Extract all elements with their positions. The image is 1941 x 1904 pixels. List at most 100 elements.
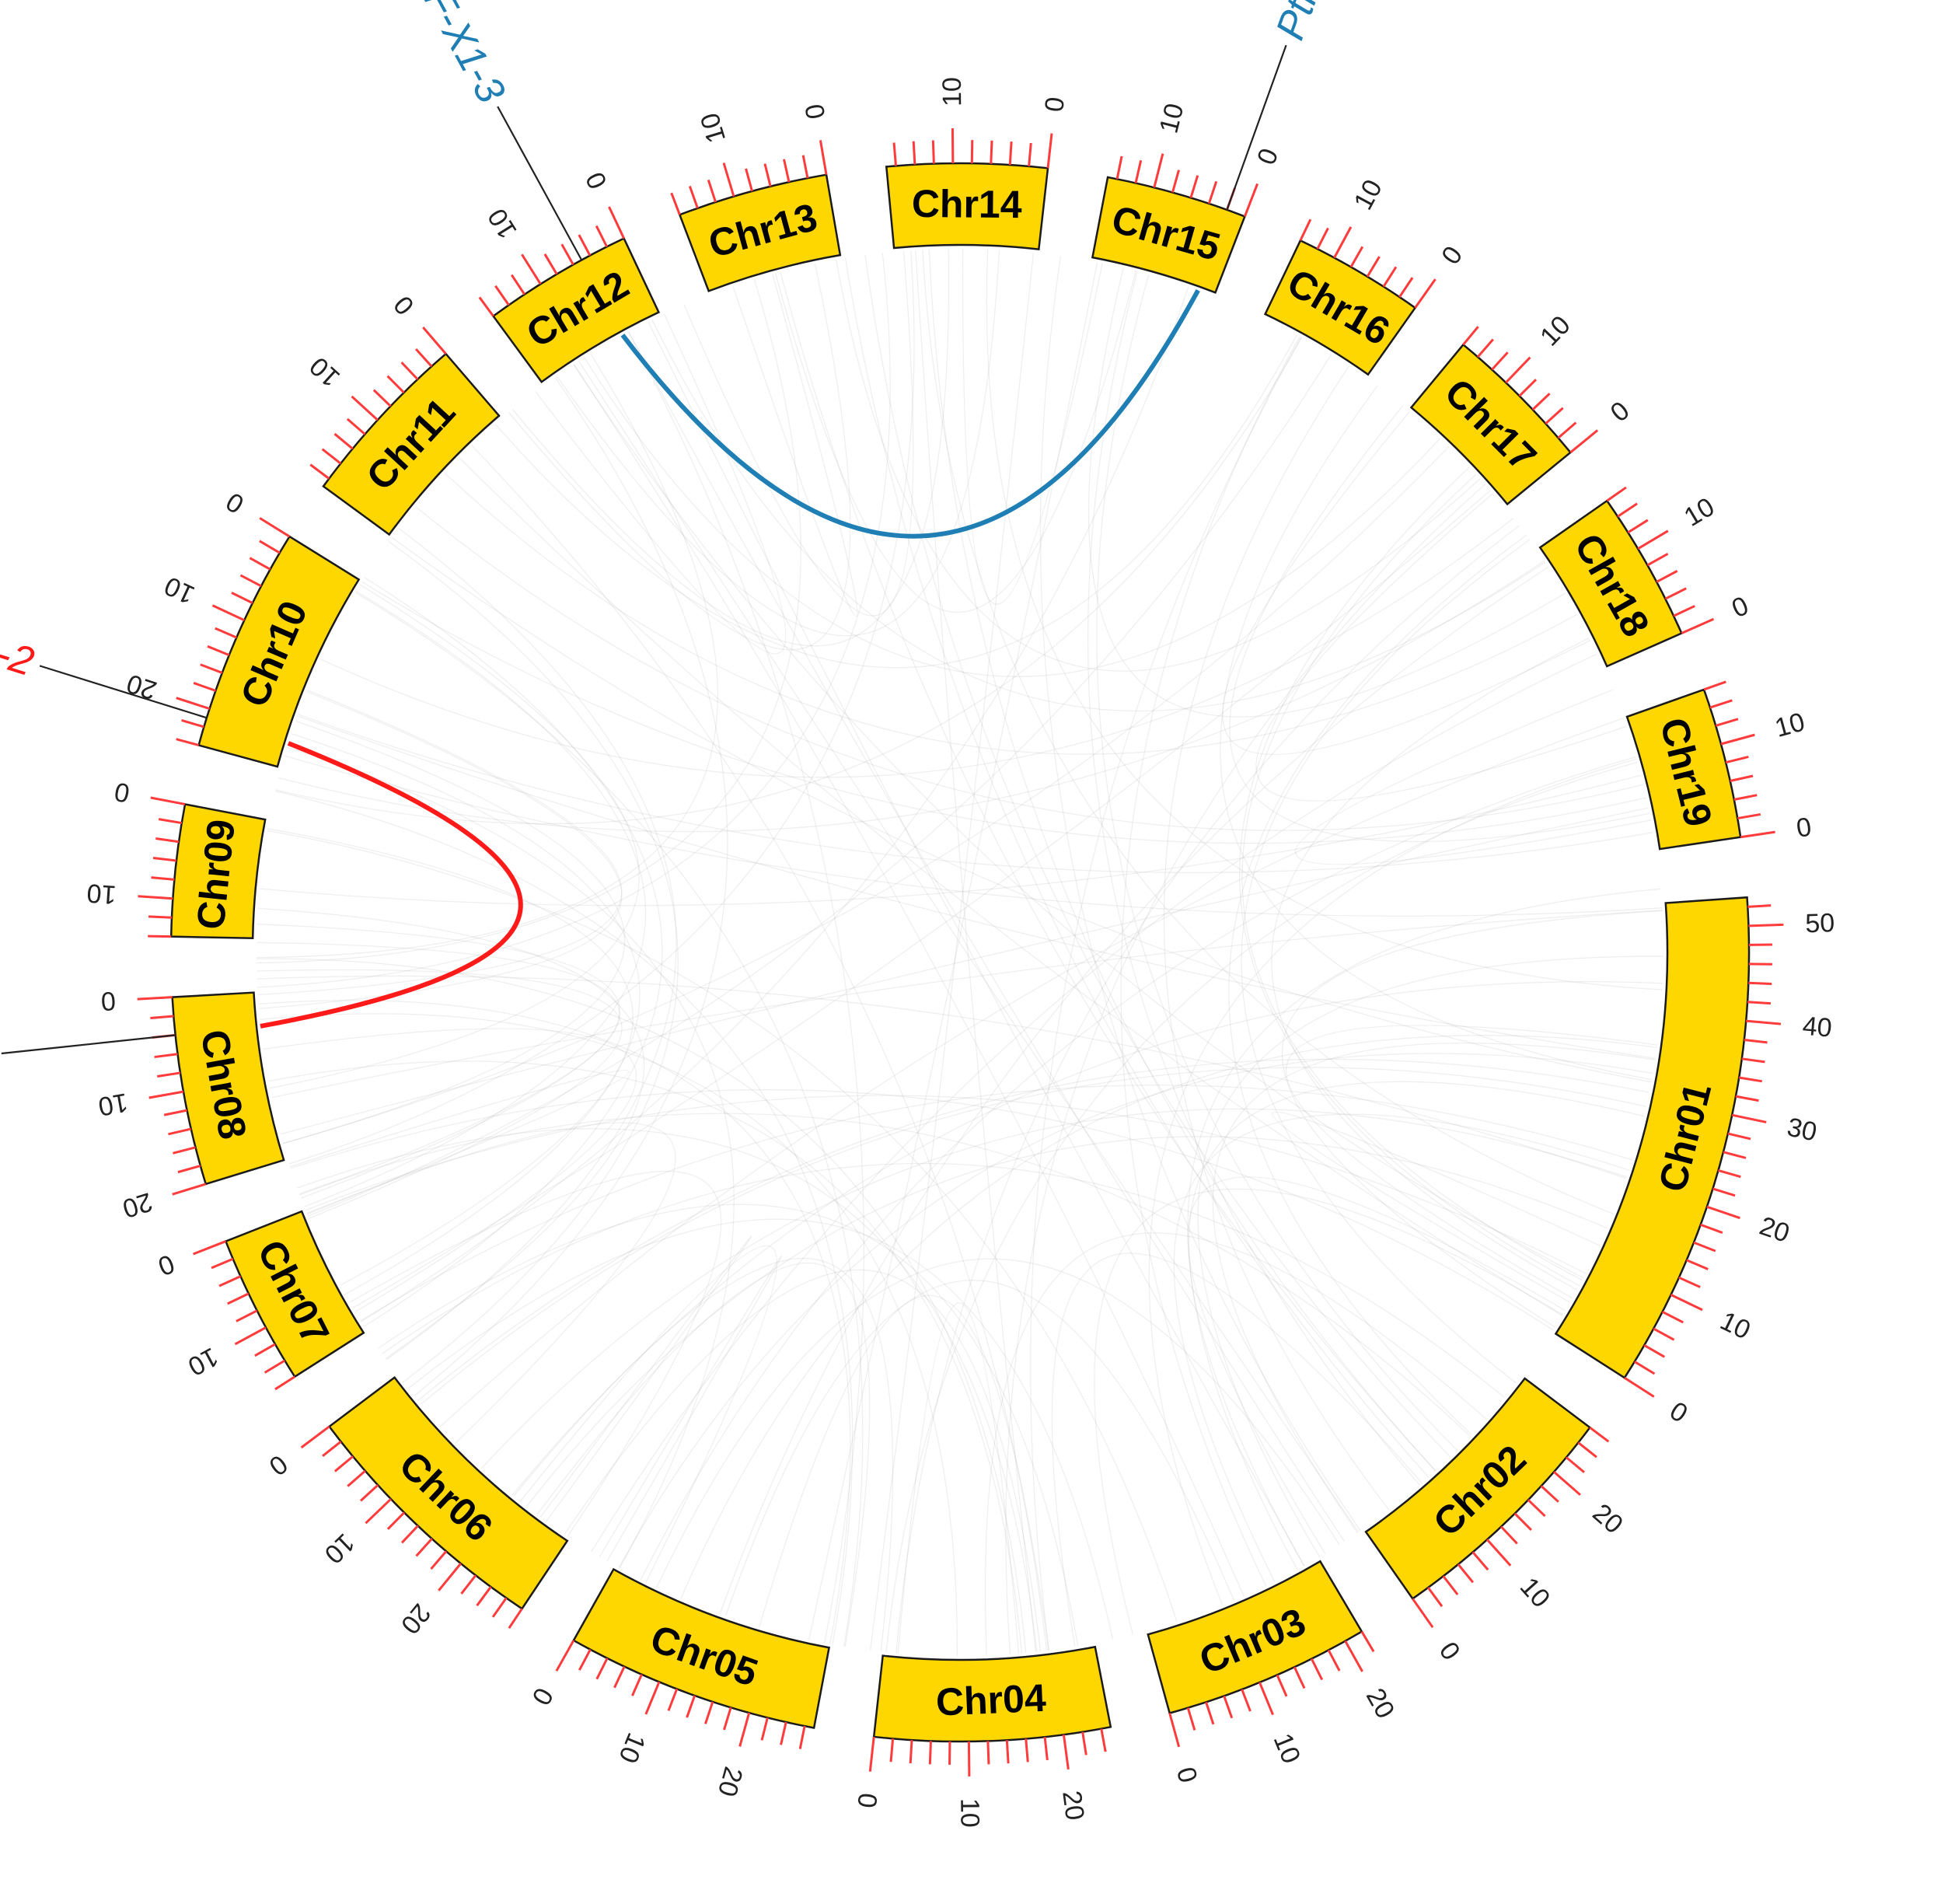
- scale-tick: [1100, 1728, 1107, 1752]
- scale-tick: [990, 140, 993, 164]
- tick-label: 0: [1664, 1396, 1692, 1429]
- scale-tick: [1316, 227, 1329, 250]
- scale-tick: [414, 348, 433, 368]
- scale-tick: [254, 1343, 276, 1357]
- scale-tick: [1670, 1294, 1703, 1312]
- scale-tick: [1491, 351, 1509, 371]
- scale-tick: [218, 1275, 242, 1287]
- scale-tick: [1540, 1485, 1559, 1503]
- scale-tick: [158, 818, 182, 825]
- scale-tick: [211, 1257, 234, 1270]
- background-link: [274, 790, 854, 1645]
- background-link: [298, 714, 1653, 874]
- background-link: [1241, 539, 1531, 1384]
- tick-label: 0: [1727, 591, 1753, 624]
- scale-tick: [239, 574, 262, 588]
- background-link: [573, 364, 1245, 1597]
- chromosome-block: [1554, 896, 1751, 1379]
- scale-tick: [438, 1563, 462, 1591]
- background-link: [257, 969, 623, 1219]
- scale-tick: [351, 395, 379, 421]
- scale-tick: [1333, 226, 1353, 259]
- background-link: [869, 252, 1035, 1651]
- scale-tick: [912, 141, 916, 165]
- scale-tick: [1360, 1630, 1375, 1653]
- scale-tick: [1744, 1039, 1768, 1044]
- scale-tick: [422, 326, 447, 355]
- background-link: [471, 445, 1049, 1651]
- scale-tick: [613, 1665, 626, 1689]
- scale-tick: [1115, 155, 1123, 180]
- scale-tick: [1627, 519, 1649, 534]
- tick-label: 10: [955, 1798, 984, 1828]
- chromosome-block: [1409, 343, 1573, 506]
- scale-tick: [491, 1597, 508, 1618]
- chromosome-block: [1364, 1377, 1592, 1601]
- scale-tick: [1276, 1674, 1288, 1697]
- scale-tick: [1700, 1223, 1723, 1234]
- scale-tick: [1740, 830, 1775, 839]
- scale-tick: [819, 140, 828, 175]
- tick-label: 20: [1056, 1789, 1090, 1822]
- scale-tick: [1505, 356, 1531, 384]
- background-link: [307, 354, 1332, 1217]
- scale-tick: [760, 1717, 769, 1741]
- scale-tick: [1686, 1259, 1709, 1270]
- scale-tick: [215, 627, 237, 639]
- scale-tick: [1741, 1057, 1765, 1064]
- scale-tick: [155, 837, 180, 844]
- scale-tick: [1718, 1169, 1741, 1179]
- tick-label: 20: [123, 668, 160, 705]
- scale-tick: [510, 274, 526, 295]
- tick-label: 10: [1716, 1306, 1755, 1346]
- tick-label: 10: [1268, 1729, 1307, 1767]
- scale-tick: [1414, 278, 1437, 309]
- scale-tick: [1025, 1738, 1029, 1763]
- background-link: [278, 560, 1545, 833]
- scale-tick: [231, 592, 253, 604]
- scale-tick: [176, 738, 199, 746]
- scale-tick: [1712, 1187, 1736, 1197]
- scale-tick: [193, 1240, 227, 1256]
- scale-tick: [644, 1681, 661, 1715]
- scale-tick: [1168, 1713, 1181, 1748]
- scale-tick: [333, 432, 354, 450]
- tick-label: 0: [1605, 396, 1636, 428]
- background-link: [836, 259, 1481, 672]
- scale-tick: [415, 1538, 433, 1557]
- scale-tick: [1293, 1666, 1306, 1689]
- background-link: [1272, 1111, 1601, 1303]
- background-link: [290, 1089, 1554, 1331]
- background-link: [1096, 274, 1457, 1451]
- background-link: [420, 1067, 1647, 1405]
- scale-tick: [1171, 169, 1180, 193]
- scale-tick: [1518, 379, 1538, 397]
- background-link: [256, 958, 1027, 1654]
- scale-tick: [722, 162, 735, 197]
- background-link: [282, 720, 626, 1144]
- scale-tick: [1735, 1095, 1759, 1102]
- background-link: [263, 1028, 637, 1312]
- background-link: [556, 250, 1000, 637]
- scale-tick: [798, 1725, 806, 1749]
- background-link: [775, 271, 1136, 613]
- scale-tick: [670, 192, 681, 215]
- background-link: [1148, 758, 1637, 1605]
- background-link: [1222, 410, 1591, 755]
- scale-tick: [1486, 1539, 1512, 1567]
- scale-tick: [1656, 570, 1678, 583]
- background-link: [481, 1108, 1627, 1469]
- chromosome-block: [491, 237, 661, 384]
- scale-tick: [1706, 1205, 1740, 1220]
- background-link: [268, 1060, 1022, 1654]
- background-link: [578, 361, 1360, 1533]
- tick-label: 10: [1348, 175, 1388, 215]
- chromosome-block: [169, 802, 267, 940]
- scale-tick: [801, 155, 809, 179]
- background-link: [656, 1258, 1340, 1588]
- tick-label: 20: [119, 1186, 155, 1223]
